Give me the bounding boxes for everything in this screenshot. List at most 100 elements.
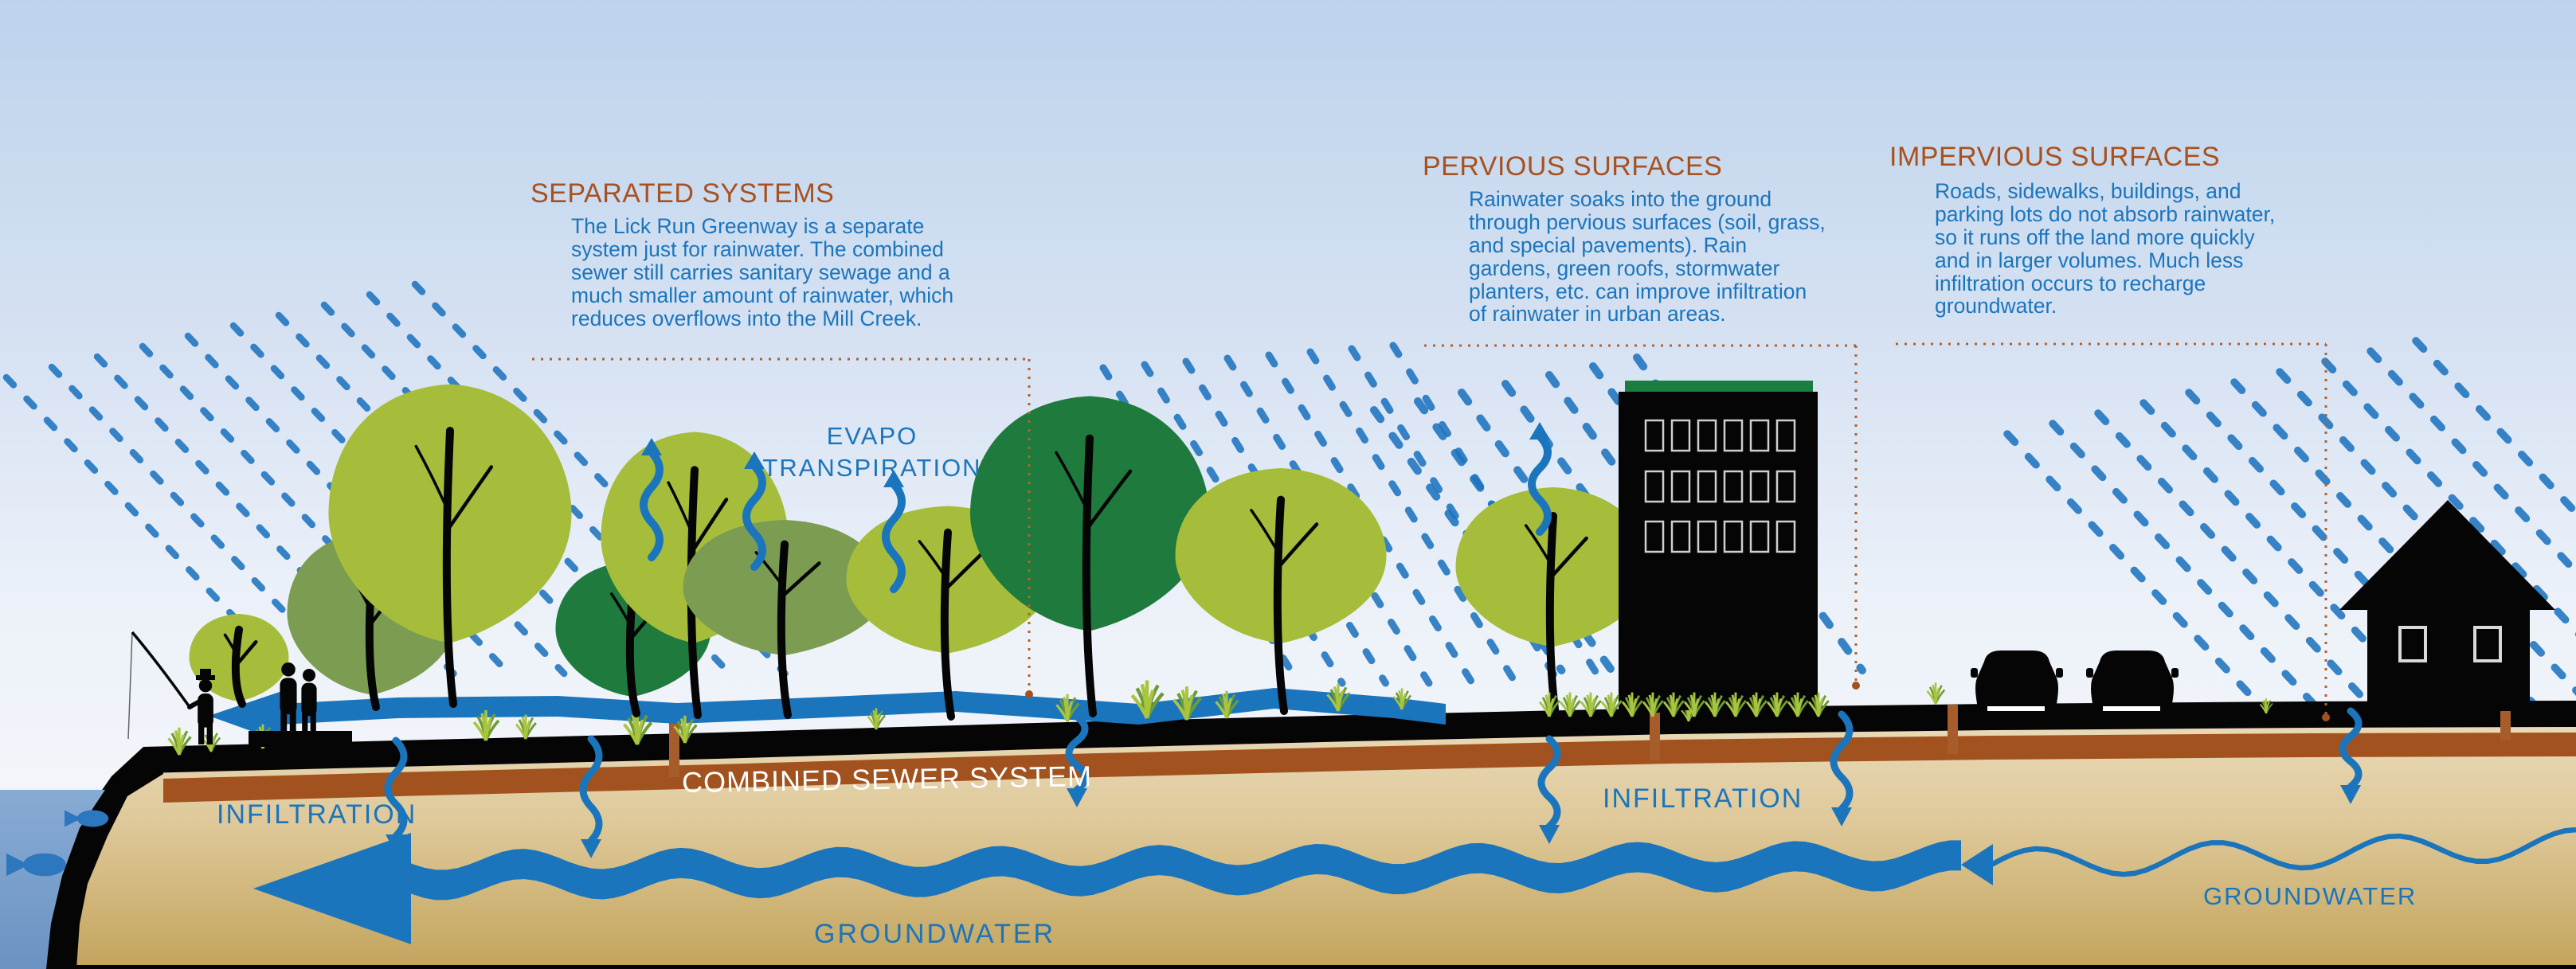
infiltration-arrowhead	[386, 834, 406, 854]
pervious-surfaces-body: Rainwater soaks into the ground through …	[1469, 187, 1826, 326]
tree-trunk	[777, 540, 792, 719]
grass-icon	[1580, 692, 1602, 717]
grass-blade	[1672, 698, 1679, 717]
grass-icon	[1621, 692, 1643, 717]
infiltration-arrowhead	[581, 839, 601, 858]
grass-blade	[1734, 698, 1741, 717]
infiltration-label-right: INFILTRATION	[1603, 783, 1803, 814]
grass-blade	[1817, 698, 1824, 717]
grass-icon	[1725, 692, 1747, 717]
grass-blade	[875, 713, 881, 730]
grass-blade	[1775, 698, 1783, 717]
grass-icon	[1600, 692, 1623, 717]
grass-blade	[636, 719, 644, 745]
grass-blade	[1589, 698, 1596, 717]
grass-icon	[1215, 690, 1239, 719]
building-window	[1749, 470, 1770, 503]
grass-icon	[2259, 698, 2273, 714]
grass-icon	[472, 710, 500, 741]
infiltration-arrow-icon	[1537, 735, 1561, 844]
tree-branch	[1551, 536, 1588, 577]
grass-blade	[1548, 698, 1555, 717]
car-ground-gap	[1987, 706, 2045, 711]
grass-icon	[867, 708, 887, 730]
tree-branch	[945, 551, 985, 589]
grass-blade	[1796, 698, 1803, 717]
evapo-squiggle	[882, 480, 906, 593]
figures-layer	[127, 631, 352, 747]
evapo-squiggle	[742, 462, 766, 571]
structures-layer	[1538, 381, 2555, 717]
person-head	[198, 679, 213, 693]
building-window	[1723, 520, 1744, 553]
building-window	[1697, 419, 1717, 452]
hat-top	[200, 669, 211, 676]
grass-blade	[1337, 690, 1344, 712]
infiltration-arrowhead	[2340, 785, 2361, 804]
groundwater-layer	[253, 826, 2576, 944]
grass-blade	[1755, 698, 1762, 717]
infiltration-arrow-icon	[1065, 713, 1089, 807]
rain-streak	[1545, 371, 1767, 674]
tree-branch	[609, 592, 634, 631]
combined-sewer-band	[163, 733, 2576, 803]
infiltration-arrow-squiggle	[384, 737, 408, 840]
boundary-end-dot	[2322, 713, 2330, 721]
grass-blade	[524, 721, 531, 740]
house-window	[2398, 626, 2427, 662]
evapo-arrowhead	[1529, 422, 1550, 440]
evapo-arrowhead	[641, 438, 662, 455]
grass-icon	[1926, 682, 1946, 705]
tree-icon	[970, 396, 1209, 717]
grass-icon	[1130, 680, 1165, 719]
house-body	[2367, 591, 2530, 711]
grass-icon	[1807, 692, 1830, 717]
fisherman-icon	[127, 631, 215, 744]
rain-streak	[2049, 420, 2319, 709]
platform	[249, 731, 352, 747]
car-icon	[2086, 651, 2179, 714]
stream-band	[280, 688, 1446, 725]
fish-tail	[6, 853, 29, 877]
grass-blade	[1568, 698, 1576, 717]
grass-blade	[1934, 688, 1940, 705]
person-leg	[206, 722, 213, 744]
creek-bank	[41, 747, 163, 969]
evapo-squiggle	[640, 448, 664, 561]
building-window	[1670, 470, 1691, 503]
grass-icon	[1538, 692, 1560, 717]
infiltration-arrow-squiggle	[1830, 710, 1854, 813]
groundwater-wavy-line	[1990, 826, 2576, 877]
building-window	[1723, 419, 1744, 452]
fish-icon	[65, 810, 109, 827]
impervious-surfaces-body: Roads, sidewalks, buildings, and parking…	[1935, 179, 2276, 318]
building-window	[1644, 520, 1665, 553]
infiltration-arrow-icon	[384, 737, 408, 854]
car-icon	[1971, 651, 2063, 714]
grass-blade	[1631, 698, 1638, 717]
fishing-rod	[131, 631, 191, 709]
building-window	[1697, 520, 1717, 553]
infiltration-arrow-icon	[1830, 710, 1854, 826]
grass-blade	[1651, 698, 1658, 717]
grass-blade	[1713, 698, 1721, 717]
person-leg	[198, 722, 205, 744]
rain-icon	[2003, 337, 2576, 709]
person-leg	[302, 710, 308, 733]
groundwater-label-right: GROUNDWATER	[2203, 882, 2417, 910]
annotation-layer	[532, 342, 2330, 721]
car-mirror	[1971, 668, 1978, 678]
grass-icon	[1662, 692, 1685, 717]
grass-icon	[1766, 692, 1788, 717]
drain-post-icon	[1650, 713, 1660, 760]
evapo-squiggle	[1528, 432, 1552, 536]
tree-trunk	[442, 427, 457, 708]
evapo-arrowhead	[744, 451, 765, 469]
grass-icon	[167, 727, 192, 756]
fish-body	[76, 810, 109, 827]
tree-branch	[667, 481, 695, 539]
grass-icon	[1559, 692, 1581, 717]
infiltration-arrow-icon	[579, 735, 603, 858]
rain-streak	[2, 373, 292, 678]
